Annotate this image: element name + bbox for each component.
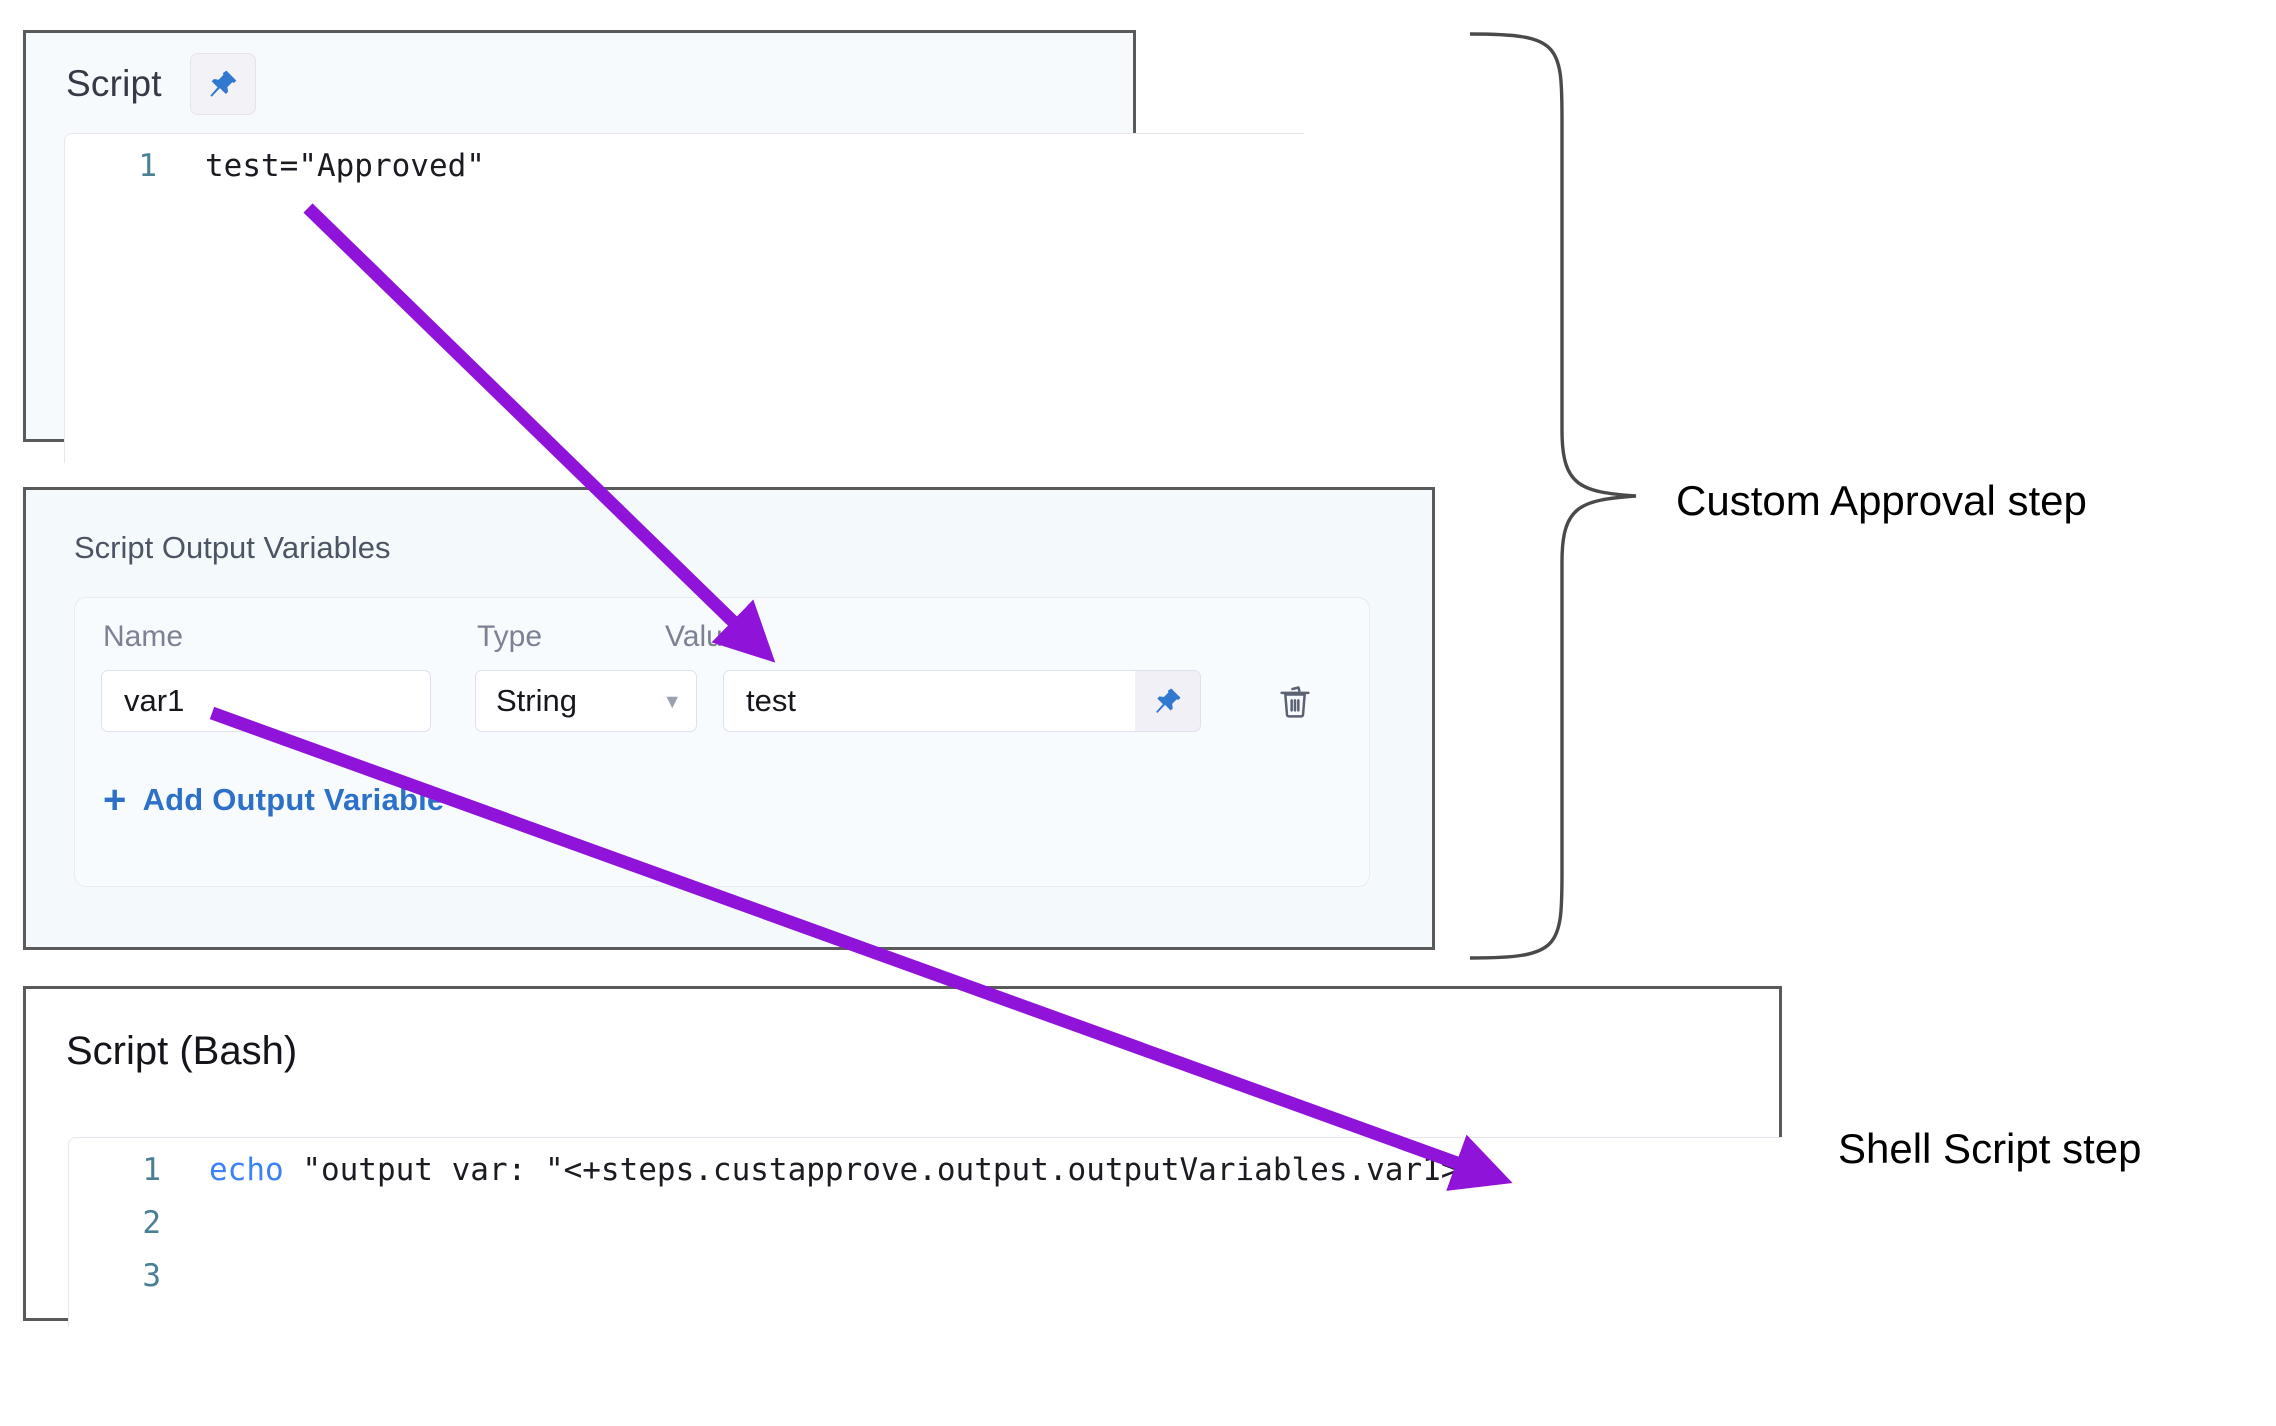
- code-keyword: echo: [209, 1152, 284, 1188]
- script-output-variables-panel: Script Output Variables Name Type Value …: [23, 487, 1435, 950]
- column-header-type: Type: [477, 620, 543, 653]
- variable-name-input[interactable]: var1: [101, 670, 431, 732]
- trash-icon[interactable]: [1265, 672, 1325, 732]
- column-headers: Name Type Value: [75, 620, 1369, 660]
- variable-type-select[interactable]: String ▾: [475, 670, 697, 732]
- script-panel: Script 1 test="Approved": [23, 30, 1304, 463]
- code-line: 3: [69, 1258, 1782, 1311]
- script-code-editor[interactable]: 1 test="Approved": [64, 133, 1304, 463]
- bash-panel-title: Script (Bash): [66, 1029, 298, 1073]
- chevron-down-icon: ▾: [666, 687, 678, 714]
- code-line-text: test="Approved": [205, 148, 485, 184]
- curly-brace: [1469, 32, 1637, 960]
- plus-icon: +: [103, 778, 127, 822]
- output-variables-card: Name Type Value var1 String ▾ test: [74, 597, 1370, 887]
- pin-icon[interactable]: [189, 53, 256, 115]
- line-number: 1: [142, 1152, 161, 1188]
- add-output-variable-label: Add Output Variable: [142, 782, 445, 817]
- column-header-name: Name: [103, 620, 184, 653]
- variable-type-value: String: [496, 683, 577, 718]
- code-rest: "output var: "<+steps.custapprove.output…: [283, 1152, 1460, 1188]
- line-number: 1: [138, 148, 157, 184]
- annotation-shell-script-step: Shell Script step: [1838, 1125, 2142, 1172]
- code-line: 1 echo "output var: "<+steps.custapprove…: [69, 1138, 1782, 1205]
- code-line-text: echo "output var: "<+steps.custapprove.o…: [161, 1152, 1459, 1188]
- code-line: 1 test="Approved": [65, 134, 1304, 201]
- annotation-custom-approval-step: Custom Approval step: [1676, 477, 2087, 524]
- column-header-value: Value: [665, 620, 740, 653]
- page-title: Script: [66, 63, 162, 104]
- table-row: var1 String ▾ test: [75, 670, 1369, 740]
- shell-script-panel: Script (Bash) 1 echo "output var: "<+ste…: [23, 986, 1782, 1327]
- line-number: 2: [142, 1205, 161, 1241]
- code-line: 2: [69, 1205, 1782, 1258]
- line-number: 3: [142, 1258, 161, 1294]
- pin-icon[interactable]: [1135, 670, 1201, 732]
- add-output-variable-button[interactable]: + Add Output Variable: [103, 780, 444, 820]
- script-panel-header: Script: [26, 33, 1133, 135]
- bash-code-editor[interactable]: 1 echo "output var: "<+steps.custapprove…: [68, 1137, 1782, 1327]
- variable-value-input[interactable]: test: [723, 670, 1135, 732]
- section-title: Script Output Variables: [74, 530, 391, 565]
